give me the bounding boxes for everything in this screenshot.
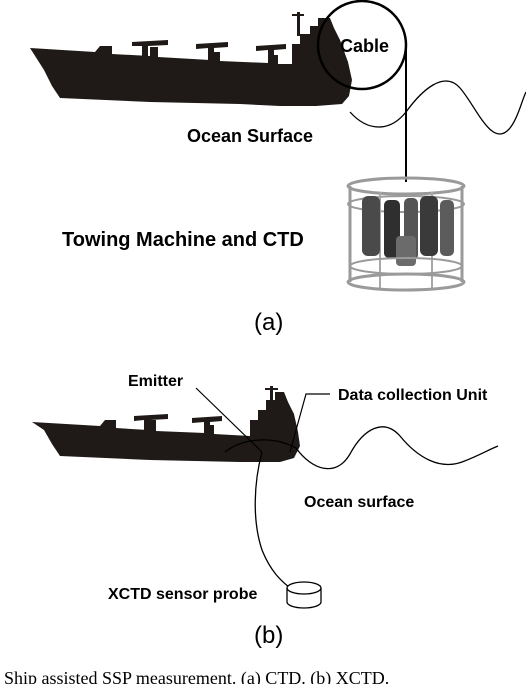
emitter-label: Emitter (128, 373, 183, 390)
ship-a-crane-2 (196, 42, 228, 60)
ocean-surface-label-b: Ocean surface (304, 494, 414, 511)
data-unit-pointer (289, 393, 330, 453)
emitter-pointer (195, 387, 263, 453)
ocean-surface-label-a: Ocean Surface (187, 126, 313, 146)
ship-b-mast (270, 386, 273, 404)
cable-label: Cable (340, 36, 389, 56)
figure-caption: Ship assisted SSP measurement. (a) CTD. … (4, 668, 389, 684)
ship-a-mast (297, 12, 300, 36)
panel-b-label: (b) (254, 622, 283, 649)
ship-b-silhouette (32, 392, 300, 462)
ship-a-crane-3 (256, 44, 286, 63)
ship-b-crane-2 (192, 416, 222, 433)
panel-a: Cable Ocean Surface Towing Machine and C… (30, 0, 526, 336)
xctd-probe-icon (286, 581, 322, 609)
ocean-wave-b (224, 426, 499, 470)
panel-b: Emitter Data collection Unit Ocean surfa… (32, 373, 499, 649)
towing-machine-label: Towing Machine and CTD (62, 229, 304, 251)
ocean-wave-a (349, 80, 526, 135)
ship-a-crane-1 (132, 40, 168, 56)
probe-wire (254, 451, 295, 593)
ship-a-silhouette (30, 18, 352, 106)
ctd-rosette (346, 176, 466, 292)
panel-a-label: (a) (254, 309, 283, 336)
data-collection-unit-label: Data collection Unit (338, 387, 488, 404)
ship-b-crane-1 (134, 414, 168, 430)
xctd-probe-label: XCTD sensor probe (108, 586, 257, 603)
